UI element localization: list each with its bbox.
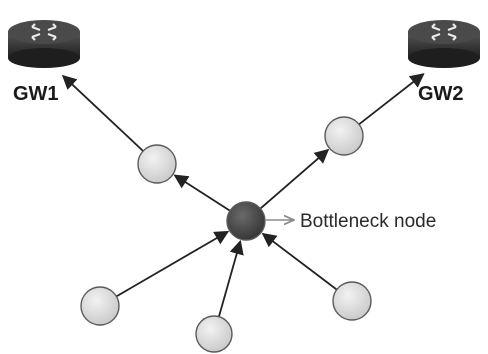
edge-relay-right-to-gw2 (358, 73, 425, 126)
node-relay-left (137, 144, 177, 184)
router-icon (8, 20, 80, 68)
router-icon (408, 20, 480, 68)
node-leaf-center (195, 315, 233, 353)
edge-leaf-right-to-bottleneck (261, 232, 338, 291)
edge-leaf-center-to-bottleneck (218, 239, 244, 317)
node-leaf-left (80, 286, 120, 326)
annotation-label: Bottleneck node (300, 211, 436, 232)
edge-relay-left-to-gw1 (61, 74, 144, 152)
gateway-gw1: GW1 (8, 20, 80, 105)
node-relay-right (324, 116, 364, 156)
edges (61, 73, 425, 317)
nodes (80, 116, 372, 353)
gw2-label: GW2 (418, 83, 464, 105)
bottleneck-annotation: Bottleneck node (266, 211, 436, 232)
edge-leaf-left-to-bottleneck (115, 230, 230, 298)
edge-bottleneck-to-relay-right (259, 148, 330, 210)
gateway-gw2: GW2 (408, 20, 480, 105)
edge-bottleneck-to-relay-left (173, 174, 231, 212)
gw1-label: GW1 (13, 83, 59, 105)
node-leaf-right (332, 281, 372, 321)
node-bottleneck (226, 201, 266, 241)
